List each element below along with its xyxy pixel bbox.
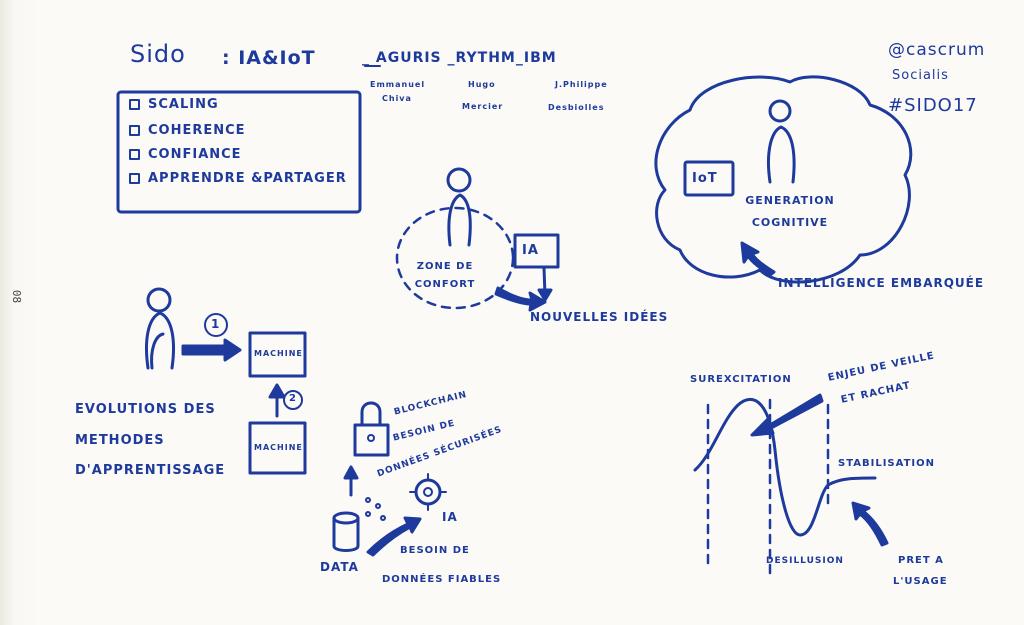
checklist-box [116,90,362,214]
reliable-data-need-line-2: DONNÉES FIABLES [382,574,502,585]
gear-shape [414,478,442,506]
speaker-1-last: Chiva [382,94,412,103]
speaker-3-last: Desbiolles [548,103,605,112]
speaker-2-last: Mercier [462,102,504,111]
hype-curve [693,398,877,537]
ia-box [513,233,560,269]
speaker-2-first: Hugo [468,80,496,89]
hype-peak-label: SUREXCITATION [690,374,792,385]
hype-disillusion-label: DESILLUSION [766,556,844,566]
machine-box-top [248,331,307,378]
comfort-zone-circle [395,206,515,310]
hype-stabilization-label: STABILISATION [838,458,935,469]
social-name: Socialis [892,68,949,83]
title-topic: : IA&IoT [222,47,316,69]
machine-box-bottom [248,421,307,475]
social-hashtag: #SIDO17 [888,95,978,116]
data-ia-label: IA [442,510,458,524]
learning-caption-line-3: D'APPRENTISSAGE [75,463,226,478]
step-1-label: 1 [211,317,221,331]
speaker-1-first: Emmanuel [370,80,426,89]
hype-ready-line-2: L'USAGE [893,576,948,587]
cloud-shape [654,75,913,284]
machine-label-bottom: MACHINE [254,443,303,452]
checklist-item-scaling: SCALING [148,97,219,112]
checklist-item-confiance: CONFIANCE [148,147,242,162]
page-number: 08 [10,289,24,304]
social-handle: @cascrum [888,40,986,60]
iot-box-label: IoT [692,171,718,186]
title-prefix: Sido [130,40,186,68]
learning-caption-line-1: EVOLUTIONS DES [75,402,216,417]
comfort-person-head [446,167,472,193]
partners: _ AGURIS _RYTHM_IBM [362,50,557,66]
hype-ready-line-1: PRET A [898,555,944,566]
step-2-label: 2 [289,393,297,404]
embedded-intelligence-label: INTELLIGENCE EMBARQUÉE [778,276,985,290]
machine-label-top: MACHINE [254,349,303,358]
new-ideas-label: NOUVELLES IDÉES [530,310,669,324]
checklist-item-coherence: COHERENCE [148,123,246,138]
reliable-data-need-line-1: BESOIN DE [400,545,470,556]
generation-cognitive-label: GENERATION COGNITIVE [745,194,835,229]
ia-box-label: IA [522,243,539,258]
iot-box [683,160,735,197]
data-label: DATA [320,560,359,574]
padlock-body [353,423,390,457]
comfort-zone-label: ZONE DE CONFORT [414,261,476,290]
checklist-item-apprendre: APPRENDRE &PARTAGER [148,171,347,186]
learning-caption-line-2: METHODES [75,433,165,448]
speaker-3-first: J.Philippe [555,80,608,89]
